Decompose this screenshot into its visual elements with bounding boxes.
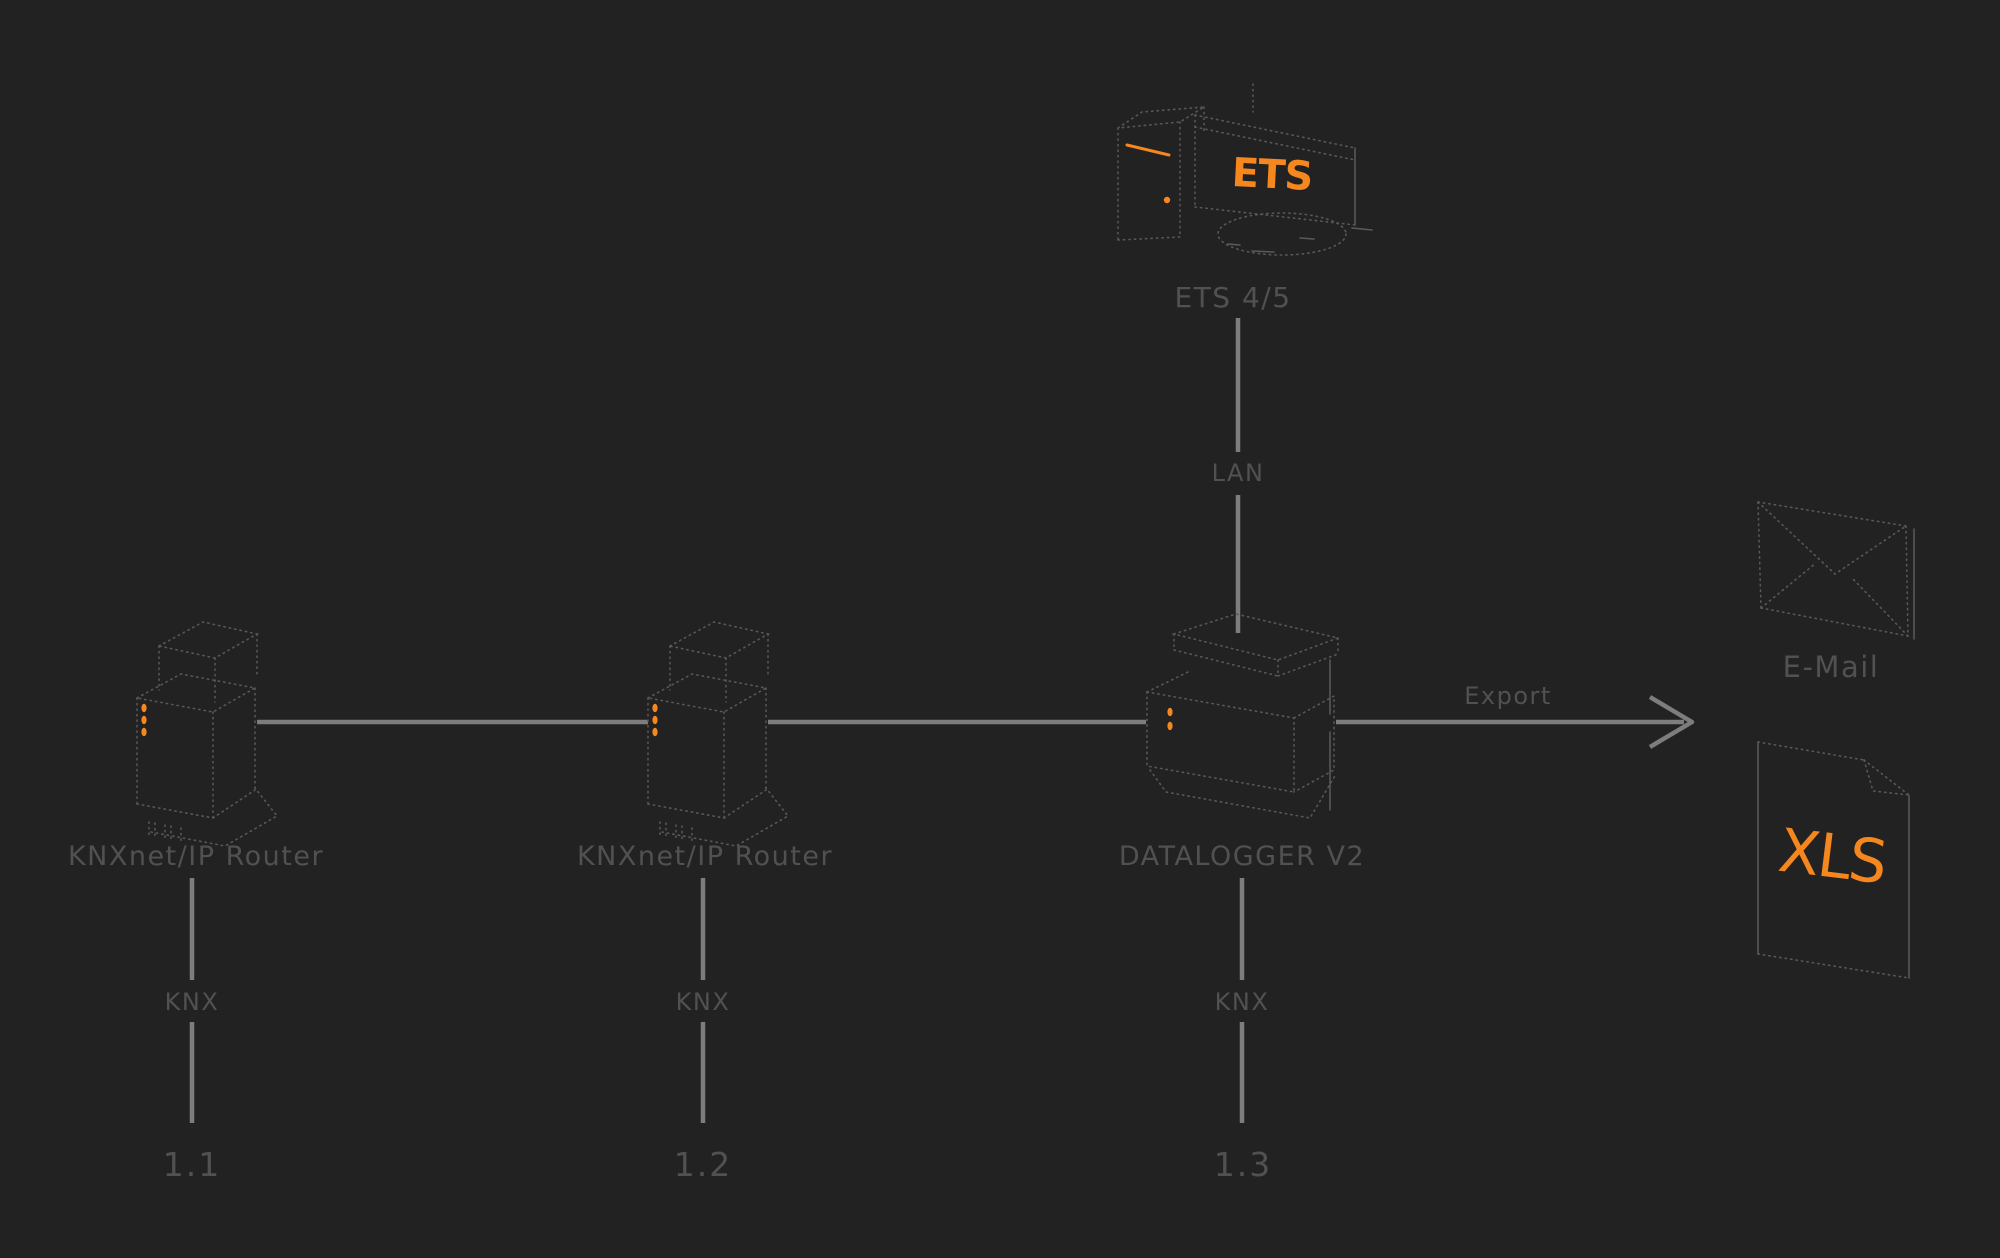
email-label: E-Mail [1782,650,1880,684]
line-address-2: 1.2 [673,1145,733,1184]
export-arrow [1336,695,1695,749]
knx-label-3: KNX [1214,988,1270,1016]
ets-screen-text: ETS [1230,149,1314,201]
knx-label-2: KNX [675,988,731,1016]
export-label: Export [1464,682,1552,710]
device-label-router-2: KNXnet/IP Router [576,841,834,872]
datalogger-device-icon [1146,613,1341,819]
device-label-datalogger: DATALOGGER V2 [1118,841,1366,872]
router-device-icon-2 [645,621,790,847]
router-device-icon-1 [134,621,279,847]
knx-label-1: KNX [164,988,220,1016]
xls-badge: XLS [1774,815,1890,899]
line-address-1: 1.1 [162,1145,222,1184]
ets-computer-icon [1117,83,1373,256]
xls-file-icon [1757,741,1910,979]
line-address-3: 1.3 [1213,1145,1273,1184]
tower-slot [1125,143,1171,157]
lan-label: LAN [1211,459,1265,487]
device-label-router-1: KNXnet/IP Router [67,841,325,872]
email-icon [1757,501,1915,640]
power-led [1163,196,1171,204]
ets-label: ETS 4/5 [1174,281,1292,314]
